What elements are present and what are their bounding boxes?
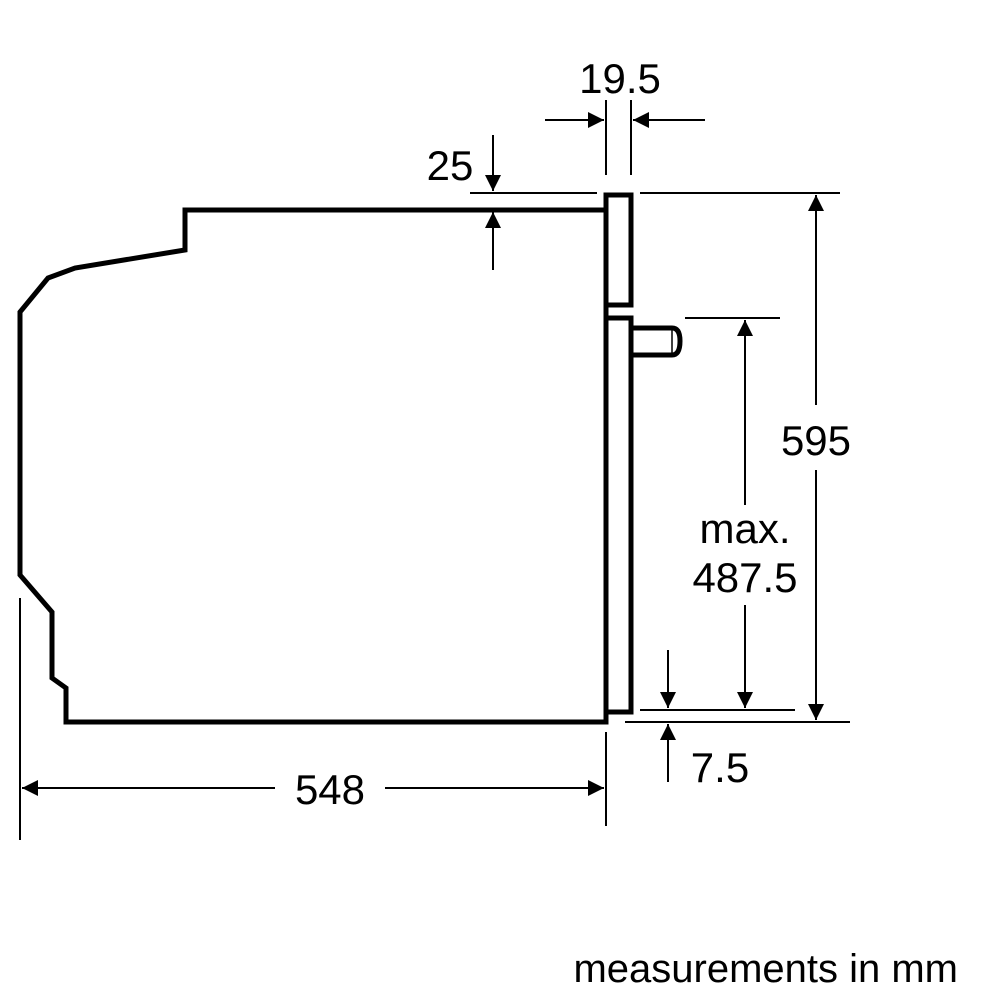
oven-body-outline <box>17 207 609 725</box>
max-height-label: 487.5 <box>692 554 797 601</box>
door-upper-panel <box>603 192 634 308</box>
dimension-max-height: max. 487.5 <box>640 317 798 711</box>
max-label: max. <box>699 505 790 552</box>
door-handle <box>631 325 683 358</box>
door-lower-panel <box>603 305 634 715</box>
bottom-offset-label: 7.5 <box>691 744 749 791</box>
dimension-depth: 548 <box>19 598 607 840</box>
total-height-label: 595 <box>781 417 851 464</box>
depth-label: 548 <box>295 766 365 813</box>
door-thickness-label: 19.5 <box>579 55 661 102</box>
dimension-bottom-offset: 7.5 <box>660 650 749 791</box>
units-footnote: measurements in mm <box>573 947 958 991</box>
top-offset-label: 25 <box>427 142 474 189</box>
dimension-total-height: 595 <box>625 192 851 723</box>
dimension-door-thickness: 19.5 <box>545 55 705 175</box>
dimension-top-offset: 25 <box>427 135 597 270</box>
